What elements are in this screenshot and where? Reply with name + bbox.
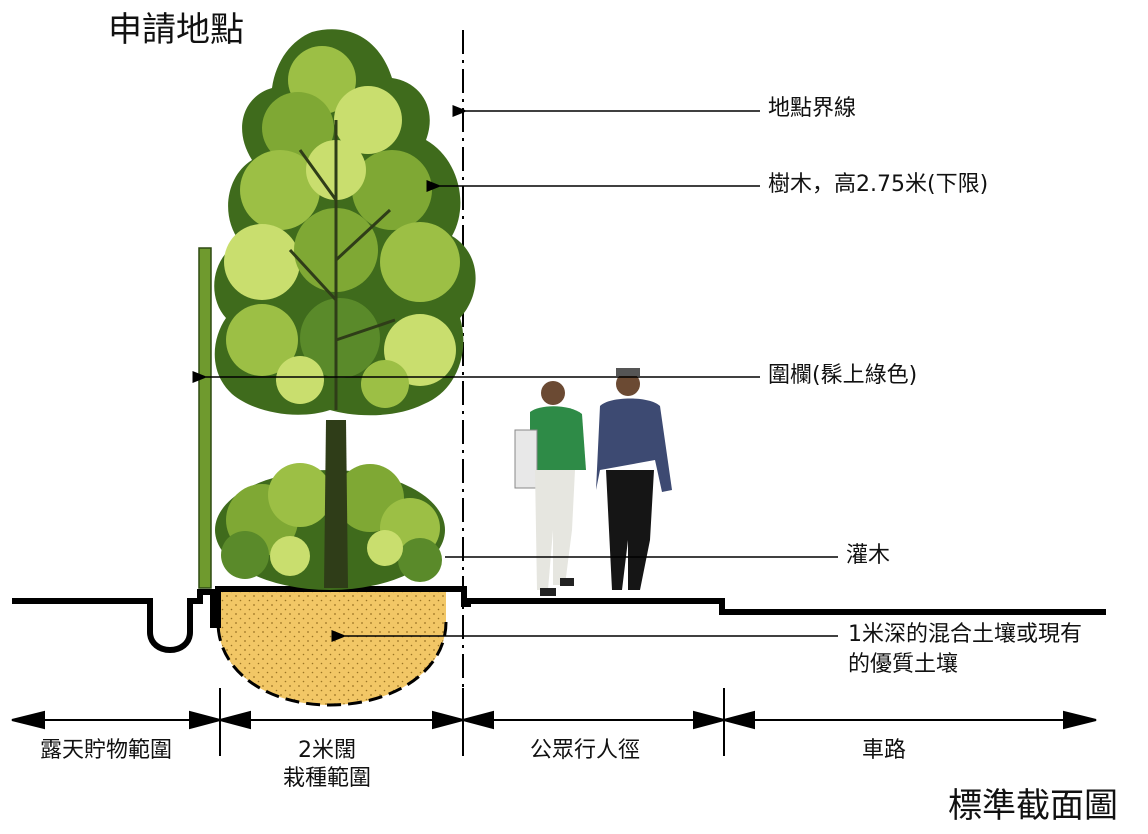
diagram-caption: 標準截面圖 [948, 786, 1118, 826]
dimension-ticks [219, 688, 725, 756]
shrub-mass [215, 463, 445, 590]
pedestrian-green-shirt [514, 381, 586, 596]
soil-label-line1: 1米深的混合土壤或現有 [848, 622, 1082, 647]
zone-footpath: 公眾行人徑 [530, 738, 641, 763]
fence-label: 圍欄(髹上綠色) [768, 363, 918, 388]
soil-body [218, 592, 446, 705]
tree-trunk [324, 420, 348, 588]
site-boundary-label: 地點界線 [768, 96, 857, 121]
fence-post [198, 247, 212, 589]
soil-label-line2: 的優質土壤 [848, 652, 959, 677]
pedestrian-plaid-shirt [596, 368, 672, 590]
tree-canopy [214, 29, 476, 416]
zone-planting-line1: 2米闊 [298, 738, 356, 763]
tree-label: 樹木，高2.75米(下限) [768, 172, 989, 197]
leader-lines [192, 105, 838, 642]
diagram-title: 申請地點 [108, 10, 244, 50]
zone-road: 車路 [862, 738, 907, 763]
ground-line [12, 586, 1106, 653]
zone-planting-line2: 栽種範圍 [282, 766, 371, 791]
shrubs-label: 灌木 [846, 543, 891, 568]
soil-dashed-outline [216, 621, 448, 707]
zone-open-storage: 露天貯物範圍 [40, 738, 173, 763]
dimension-arrows [11, 710, 1097, 730]
